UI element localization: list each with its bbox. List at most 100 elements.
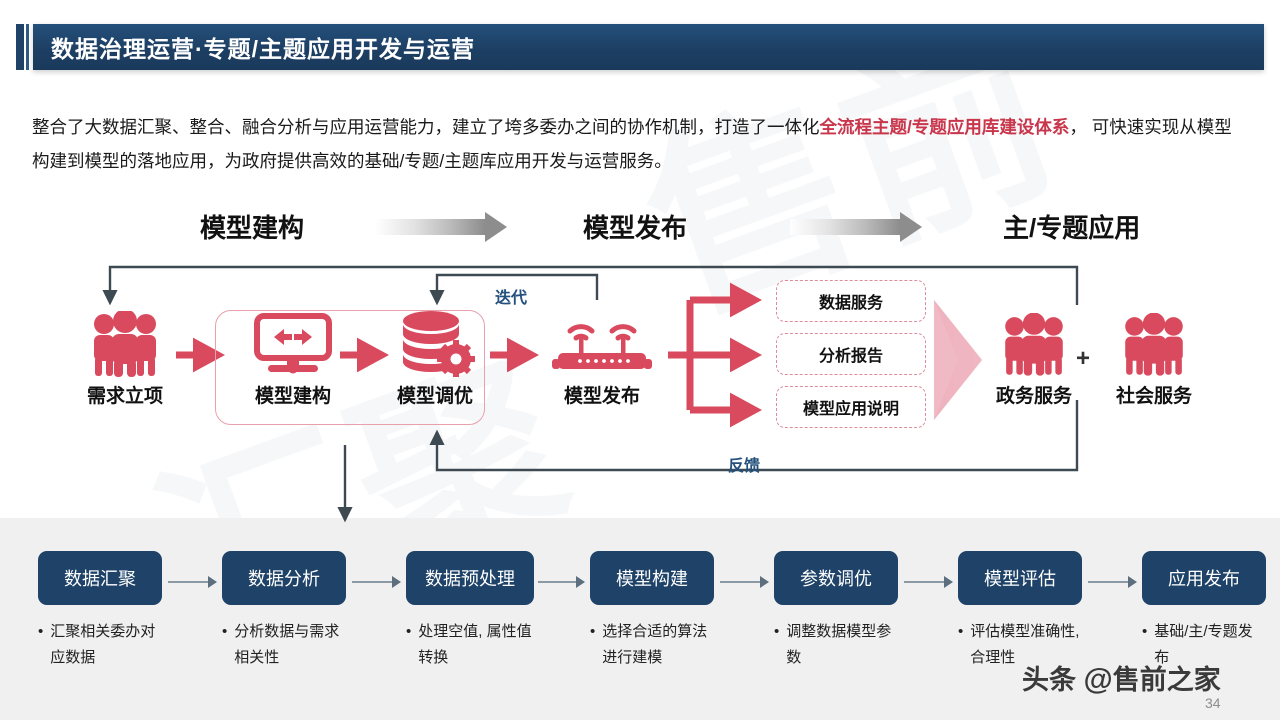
stage-arrow-2-head	[900, 212, 922, 242]
stage-arrow-1-head	[485, 212, 507, 242]
stage-arrow-2	[790, 212, 922, 242]
at-icon: @	[1083, 663, 1113, 696]
people-group-icon	[1095, 305, 1213, 377]
pipeline-step-2-title: 数据分析	[222, 551, 346, 605]
pipeline-arrow-1-head	[208, 576, 217, 588]
page-number: 34	[1205, 695, 1221, 711]
pipeline-arrow-2-head	[392, 576, 401, 588]
pipeline-step-2-desc: • 分析数据与需求相关性	[222, 619, 346, 671]
pipeline-arrow-3-head	[576, 576, 585, 588]
header-accent-bar-secondary	[26, 24, 29, 70]
pipeline-step-7: 应用发布 • 基础/主/专题发布	[1142, 551, 1266, 671]
pipeline-step-7-title: 应用发布	[1142, 551, 1266, 605]
flow-node-model-tune-label: 模型调优	[396, 386, 473, 407]
flow-node-model-publish-label: 模型发布	[563, 386, 640, 407]
flow-node-model-tune: 模型调优	[370, 305, 500, 408]
people-group-icon	[60, 305, 190, 377]
monitor-exchange-icon	[228, 305, 358, 377]
flow-node-social-service-label: 社会服务	[1115, 386, 1192, 407]
pipeline-step-3-bullet: 处理空值, 属性值转换	[418, 623, 532, 666]
pipeline-step-3-title: 数据预处理	[406, 551, 534, 605]
stage-heading-model-publish: 模型发布	[583, 213, 688, 243]
output-box-model-guide: 模型应用说明	[776, 386, 926, 428]
pipeline-step-3: 数据预处理 • 处理空值, 属性值转换	[406, 551, 534, 671]
output-box-data-service: 数据服务	[776, 280, 926, 322]
flow-node-model-build-label: 模型建构	[254, 386, 331, 407]
intro-segment-1: 整合了大数据汇聚、整合、融合分析与应用运营能力，建立了垮多委办之间的协作机制，打…	[32, 117, 820, 137]
pipeline-arrow-4-shaft	[720, 581, 760, 583]
pipeline-step-3-desc: • 处理空值, 属性值转换	[406, 619, 534, 671]
intro-paragraph: 整合了大数据汇聚、整合、融合分析与应用运营能力，建立了垮多委办之间的协作机制，打…	[32, 110, 1248, 178]
flow-node-model-publish: 模型发布	[537, 305, 667, 408]
pipeline-arrow-6-head	[1128, 576, 1137, 588]
pipeline-arrow-2-shaft	[352, 581, 392, 583]
stage-arrow-1	[375, 212, 507, 242]
pipeline-step-7-desc: • 基础/主/专题发布	[1142, 619, 1266, 671]
intro-segment-2: ， 可快速实现从模型构建到模型的落地应用，为政府提供高效的基础/专题/主题库应用…	[32, 117, 1232, 171]
pipeline-arrow-1	[168, 576, 218, 588]
loop-label-iteration: 迭代	[495, 290, 528, 307]
pipeline-step-6-bullet: 评估模型准确性, 合理性	[970, 623, 1080, 666]
pipeline-step-4-title: 模型构建	[590, 551, 714, 605]
pipeline-step-5: 参数调优 • 调整数据模型参数	[774, 551, 898, 671]
corner-watermark: 头条 @售前之家	[1022, 658, 1221, 697]
pipeline-arrow-3-shaft	[538, 581, 576, 583]
pipeline-arrow-6	[1088, 576, 1138, 588]
pipeline-step-1-desc: • 汇聚相关委办对应数据	[38, 619, 162, 671]
pipeline-step-6: 模型评估 • 评估模型准确性, 合理性	[958, 551, 1082, 671]
stage-arrow-2-shaft	[790, 219, 900, 235]
bullet-marker: •	[222, 623, 228, 640]
pipeline-arrow-5-head	[944, 576, 953, 588]
flow-node-gov-service-label: 政务服务	[995, 386, 1072, 407]
plus-separator: +	[1076, 345, 1091, 372]
header-banner: 数据治理运营·专题/主题应用开发与运营	[33, 24, 1264, 70]
page-title: 数据治理运营·专题/主题应用开发与运营	[51, 36, 476, 62]
pipeline-step-6-desc: • 评估模型准确性, 合理性	[958, 619, 1082, 671]
pipeline-arrow-4-head	[760, 576, 769, 588]
pipeline-step-2-bullet: 分析数据与需求相关性	[234, 623, 340, 666]
pipeline-step-4-bullet: 选择合适的算法进行建模	[602, 623, 708, 666]
pipeline-step-1-title: 数据汇聚	[38, 551, 162, 605]
stage-arrow-1-shaft	[375, 219, 485, 235]
router-wifi-icon	[537, 305, 667, 377]
bullet-marker: •	[590, 623, 596, 640]
pipeline-step-4-desc: • 选择合适的算法进行建模	[590, 619, 714, 671]
stage-heading-applications: 主/专题应用	[1003, 213, 1141, 243]
pipeline-step-2: 数据分析 • 分析数据与需求相关性	[222, 551, 346, 671]
bullet-marker: •	[38, 623, 44, 640]
loop-label-feedback: 反馈	[728, 458, 761, 475]
pipeline-step-5-title: 参数调优	[774, 551, 898, 605]
pipeline-step-5-desc: • 调整数据模型参数	[774, 619, 898, 671]
pipeline-step-6-title: 模型评估	[958, 551, 1082, 605]
flow-node-demand: 需求立项	[60, 305, 190, 408]
flow-node-gov-service: 政务服务	[975, 305, 1093, 408]
corner-watermark-prefix: 头条	[1022, 665, 1084, 695]
pipeline-arrow-6-shaft	[1088, 581, 1128, 583]
people-group-icon	[975, 305, 1093, 377]
bullet-marker: •	[1142, 623, 1148, 640]
flow-node-social-service: 社会服务	[1095, 305, 1213, 408]
page-header: 数据治理运营·专题/主题应用开发与运营	[16, 24, 1264, 70]
pipeline-step-1-bullet: 汇聚相关委办对应数据	[50, 623, 156, 666]
pipeline-arrow-4	[720, 576, 770, 588]
output-box-analysis-report: 分析报告	[776, 333, 926, 375]
bullet-marker: •	[958, 623, 964, 640]
pipeline-step-4: 模型构建 • 选择合适的算法进行建模	[590, 551, 714, 671]
pipeline-arrow-1-shaft	[168, 581, 208, 583]
pipeline-step-7-bullet: 基础/主/专题发布	[1154, 623, 1253, 666]
pipeline-step-1: 数据汇聚 • 汇聚相关委办对应数据	[38, 551, 162, 671]
pipeline-step-5-bullet: 调整数据模型参数	[786, 623, 892, 666]
corner-watermark-suffix: 售前之家	[1112, 665, 1221, 695]
flow-node-model-build: 模型建构	[228, 305, 358, 408]
flow-node-demand-label: 需求立项	[86, 386, 163, 407]
pipeline-arrow-3	[538, 576, 586, 588]
bullet-marker: •	[406, 623, 412, 640]
intro-highlight: 全流程主题/专题应用库建设体系	[819, 117, 1070, 137]
bullet-marker: •	[774, 623, 780, 640]
pipeline-arrow-2	[352, 576, 402, 588]
pipeline-arrow-5-shaft	[904, 581, 944, 583]
header-accent-bar	[16, 24, 24, 70]
database-gear-icon	[370, 305, 500, 377]
stage-heading-model-build: 模型建构	[200, 213, 305, 243]
